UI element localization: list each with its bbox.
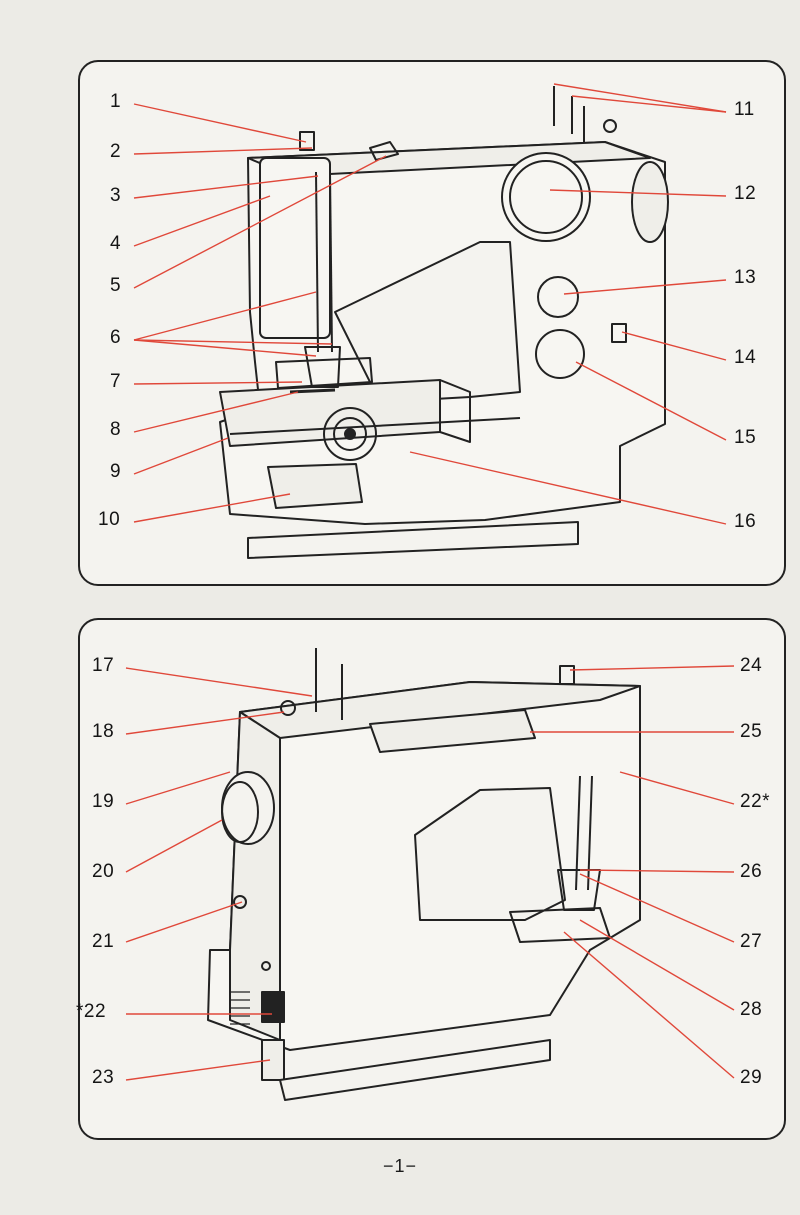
callout-11: 11 (734, 100, 755, 120)
callout-10: 10 (98, 510, 120, 530)
callout-27: 27 (740, 932, 762, 952)
callout-7: 7 (110, 372, 121, 392)
front-view-panel (78, 60, 786, 586)
callout-22-right: 22* (740, 792, 770, 812)
callout-20: 20 (92, 862, 114, 882)
callout-1: 1 (110, 92, 121, 112)
rear-view-panel (78, 618, 786, 1140)
callout-23: 23 (92, 1068, 114, 1088)
callout-2: 2 (110, 142, 121, 162)
callout-16: 16 (734, 512, 756, 532)
callout-15: 15 (734, 428, 756, 448)
callout-13: 13 (734, 268, 756, 288)
callout-18: 18 (92, 722, 114, 742)
callout-26: 26 (740, 862, 762, 882)
callout-19: 19 (92, 792, 114, 812)
rear-view-drawing (80, 620, 784, 1138)
callout-22-left: *22 (76, 1002, 106, 1022)
callout-9: 9 (110, 462, 121, 482)
callout-21: 21 (92, 932, 114, 952)
callout-8: 8 (110, 420, 121, 440)
callout-24: 24 (740, 656, 762, 676)
callout-29: 29 (740, 1068, 762, 1088)
page-number: −1− (0, 1156, 800, 1177)
front-view-drawing (80, 62, 784, 584)
callout-6: 6 (110, 328, 121, 348)
callout-3: 3 (110, 186, 121, 206)
callout-14: 14 (734, 348, 756, 368)
callout-4: 4 (110, 234, 121, 254)
callout-12: 12 (734, 184, 756, 204)
callout-17: 17 (92, 656, 114, 676)
callout-5: 5 (110, 276, 121, 296)
callout-25: 25 (740, 722, 762, 742)
callout-28: 28 (740, 1000, 762, 1020)
